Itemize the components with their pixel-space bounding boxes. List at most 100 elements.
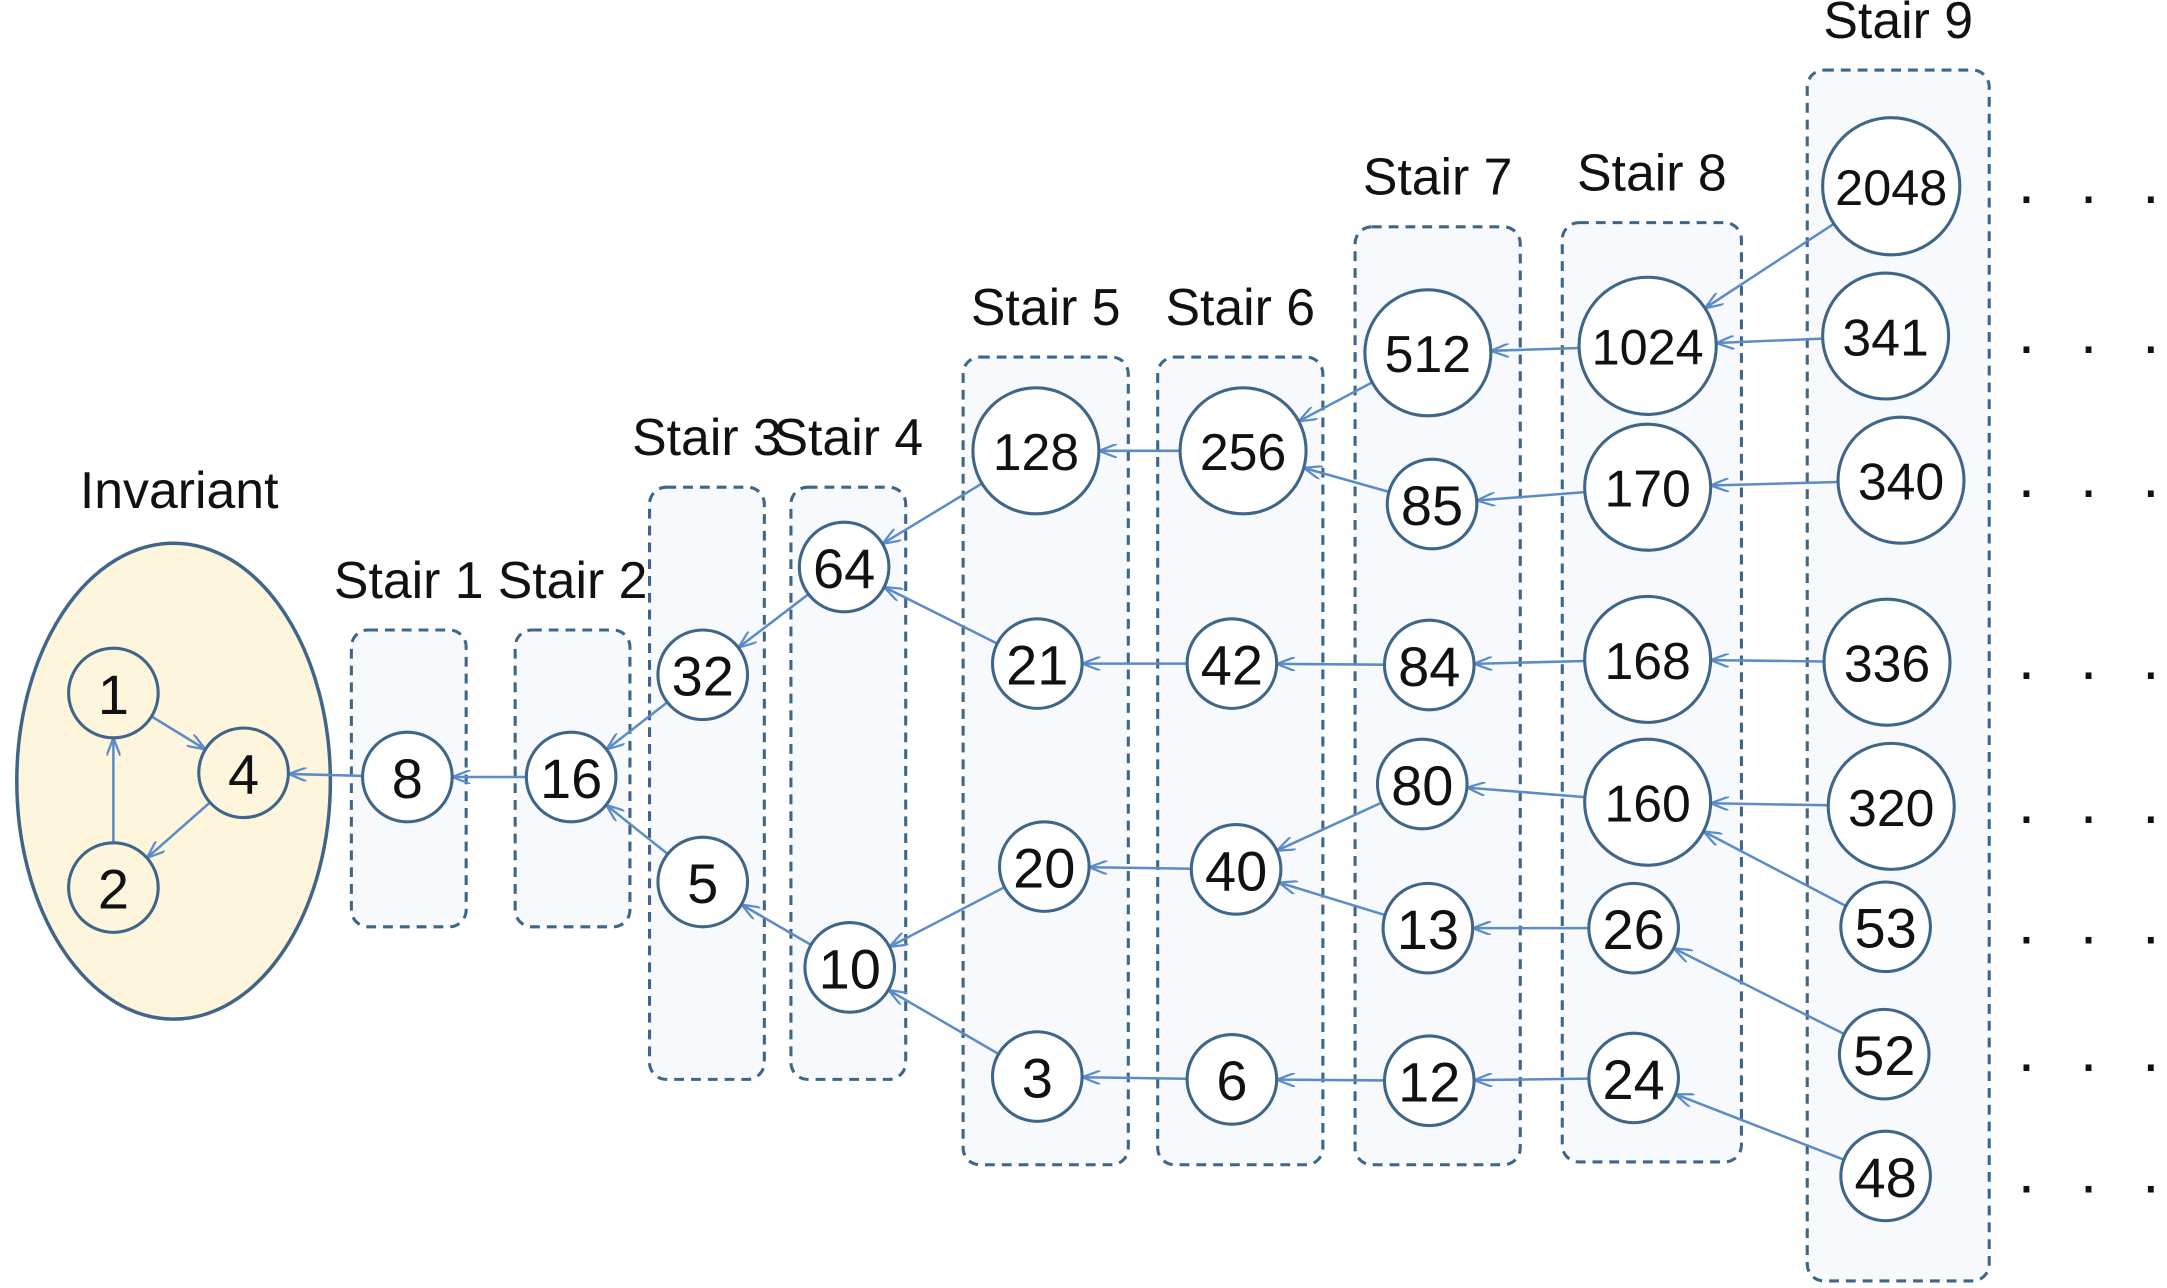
stair-4-label: Stair 4 — [773, 408, 923, 466]
node-64: 64 — [797, 520, 891, 614]
node-label: 2048 — [1835, 159, 1947, 216]
node-circle — [997, 820, 1091, 913]
node-circle — [67, 841, 160, 934]
node-341: 341 — [1821, 271, 1951, 401]
node-label: 1 — [98, 663, 129, 726]
edge-12-to-6 — [1277, 1080, 1385, 1081]
node-84: 84 — [1382, 618, 1476, 712]
node-circle — [656, 628, 750, 722]
node-circle — [971, 386, 1101, 516]
continuation-dots: . . . — [2018, 768, 2167, 837]
node-42: 42 — [1185, 617, 1279, 710]
node-26: 26 — [1587, 881, 1680, 975]
continuation-dots: . . . — [2018, 1016, 2167, 1085]
node-80: 80 — [1375, 737, 1469, 831]
node-160: 160 — [1583, 737, 1713, 867]
node-label: 32 — [672, 645, 734, 708]
node-2048: 2048 — [1821, 116, 1962, 257]
node-label: 170 — [1604, 460, 1690, 518]
node-label: 53 — [1854, 897, 1916, 960]
edge-80-to-40 — [1277, 801, 1383, 851]
continuation-dots: . . . — [2018, 148, 2167, 217]
node-340: 340 — [1836, 415, 1966, 545]
edge-160-to-80 — [1467, 788, 1585, 799]
node-40: 40 — [1189, 823, 1283, 916]
node-16: 16 — [524, 730, 618, 824]
node-circle — [656, 835, 750, 929]
edge-85-to-256 — [1304, 468, 1390, 494]
node-label: 42 — [1201, 633, 1263, 696]
node-label: 160 — [1604, 775, 1690, 833]
node-circle — [1837, 1007, 1931, 1101]
node-label: 128 — [993, 423, 1079, 481]
node-circle — [1375, 737, 1469, 831]
node-label: 84 — [1398, 635, 1460, 698]
node-label: 5 — [687, 852, 718, 915]
node-circle — [1178, 386, 1308, 516]
node-label: 12 — [1398, 1051, 1460, 1114]
node-label: 13 — [1397, 898, 1459, 961]
node-circle — [1382, 1034, 1476, 1128]
edge-20-to-10 — [889, 886, 1006, 947]
stair-6-box — [1156, 355, 1325, 1167]
node-label: 20 — [1013, 836, 1075, 899]
node-label: 168 — [1604, 632, 1690, 690]
node-1: 1 — [67, 646, 160, 740]
edges — [113, 222, 1847, 1161]
edge-64-to-32 — [738, 593, 810, 647]
node-label: 4 — [228, 743, 259, 806]
node-circle — [361, 730, 454, 824]
node-label: 10 — [819, 937, 881, 1000]
node-circle — [1839, 1129, 1932, 1223]
node-circle — [1587, 881, 1680, 975]
invariant-label: Invariant — [80, 461, 279, 519]
node-label: 26 — [1603, 898, 1665, 961]
stair-7-label: Stair 7 — [1363, 148, 1513, 206]
stair-6-label: Stair 6 — [1165, 278, 1315, 336]
node-circle — [1382, 618, 1476, 712]
node-label: 8 — [392, 747, 423, 810]
node-circle — [67, 646, 160, 740]
node-circle — [524, 730, 618, 824]
edge-3-to-10 — [888, 990, 1000, 1056]
node-label: 16 — [540, 747, 602, 810]
edge-341-to-1024 — [1716, 339, 1823, 343]
node-label: 24 — [1603, 1048, 1665, 1111]
edge-8-to-4 — [288, 774, 363, 776]
node-10: 10 — [803, 921, 897, 1014]
node-circle — [1577, 275, 1718, 416]
node-48: 48 — [1839, 1129, 1932, 1223]
node-label: 512 — [1385, 325, 1471, 383]
edge-21-to-64 — [884, 587, 998, 645]
node-8: 8 — [361, 730, 454, 824]
node-320: 320 — [1826, 741, 1956, 871]
node-label: 2 — [98, 857, 129, 920]
node-6: 6 — [1185, 1033, 1279, 1126]
node-3: 3 — [990, 1030, 1084, 1123]
edge-10-to-5 — [741, 904, 812, 946]
edge-24-to-12 — [1474, 1079, 1589, 1081]
edge-128-to-64 — [882, 482, 983, 543]
edge-53-to-160 — [1703, 831, 1847, 908]
node-label: 320 — [1848, 779, 1934, 837]
node-label: 52 — [1853, 1024, 1915, 1087]
node-label: 1024 — [1592, 319, 1704, 376]
continuation-dots: . . . — [2018, 442, 2167, 511]
node-21: 21 — [990, 617, 1084, 710]
node-label: 340 — [1858, 453, 1944, 511]
node-circle — [1583, 737, 1713, 867]
continuation-dots: . . . — [2018, 298, 2167, 367]
node-2: 2 — [67, 841, 160, 934]
edge-5-to-16 — [606, 805, 669, 856]
edge-4-to-2 — [147, 801, 211, 858]
node-12: 12 — [1382, 1034, 1476, 1128]
edge-84-to-42 — [1277, 664, 1385, 665]
edge-2048-to-1024 — [1705, 222, 1835, 308]
node-circle — [1836, 415, 1966, 545]
continuation-dots: . . . — [2018, 624, 2167, 693]
node-24: 24 — [1587, 1031, 1680, 1125]
edge-320-to-160 — [1711, 803, 1829, 805]
node-label: 256 — [1200, 423, 1286, 481]
stair-3-label: Stair 3 — [632, 408, 782, 466]
